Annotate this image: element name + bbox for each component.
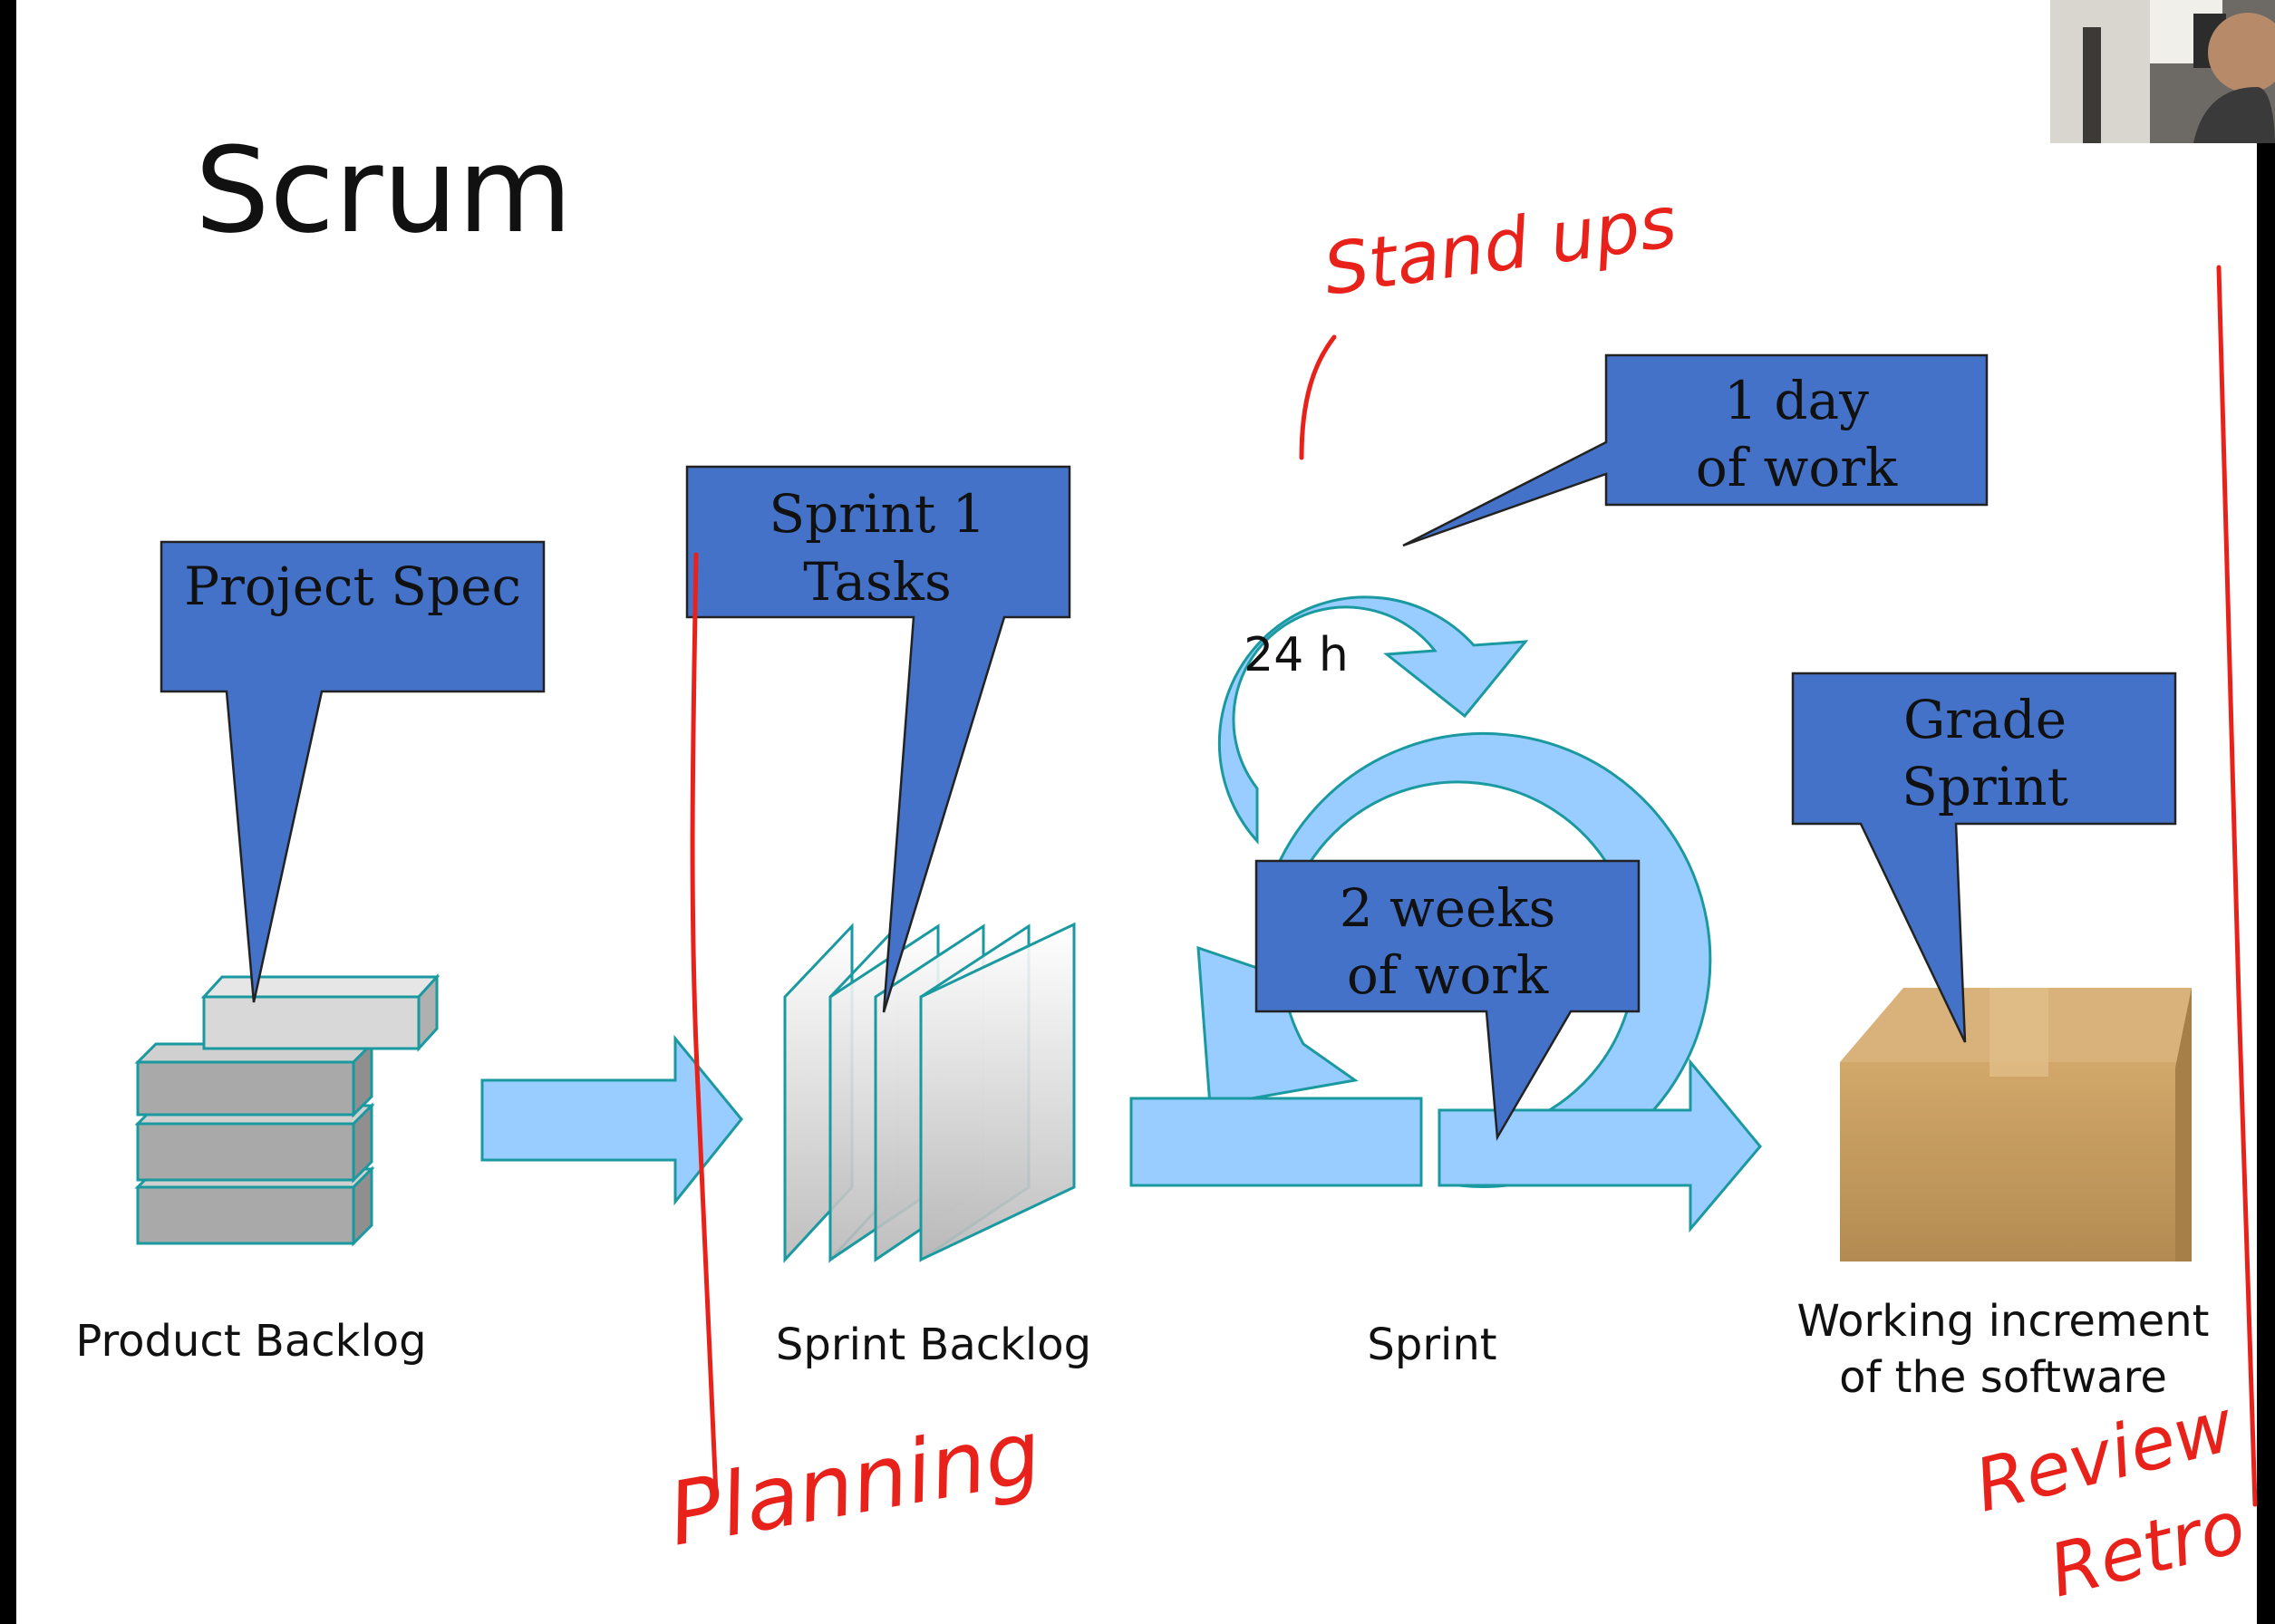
project-spec-label: Project Spec (184, 556, 521, 617)
slide-title: Scrum (195, 121, 572, 259)
sprint-tasks-callout: Sprint 1 Tasks (685, 465, 1071, 1013)
one-day-callout: 1 day of work (1402, 353, 1989, 547)
grade-line2: Sprint (1902, 756, 2068, 817)
flow-arrow-1 (480, 1034, 743, 1206)
review-divider-ink (2216, 265, 2258, 1507)
increment-label-line1: Working increment (1797, 1296, 2210, 1347)
cardboard-box-icon (1840, 988, 2192, 1262)
project-spec-callout: Project Spec (160, 540, 546, 1003)
sprint-cycle-diagram: 24 h (1129, 595, 1762, 1233)
two-weeks-line2: of work (1347, 944, 1549, 1006)
sprint-input-bar (1129, 1097, 1423, 1187)
standups-pointer-ink (1299, 334, 1337, 460)
one-day-line1: 1 day (1724, 370, 1869, 431)
two-weeks-line1: 2 weeks (1340, 877, 1556, 939)
grade-line1: Grade (1903, 689, 2067, 750)
daily-loop-arrow (1217, 595, 1529, 845)
sprint-backlog-sheets-icon (783, 922, 1076, 1263)
sprint-tasks-line2: Tasks (803, 551, 951, 613)
planning-divider-ink (690, 552, 719, 1498)
sprint-backlog-label: Sprint Backlog (776, 1320, 1091, 1370)
sprint-label: Sprint (1367, 1320, 1496, 1370)
product-backlog-stack-icon (134, 973, 440, 1247)
one-day-line2: of work (1696, 437, 1898, 498)
increment-label-line2: of the software (1839, 1352, 2167, 1403)
grade-sprint-callout: Grade Sprint (1791, 672, 2177, 1043)
sprint-output-arrow (1438, 1058, 1762, 1233)
presenter-webcam-icon (2050, 0, 2275, 143)
sprint-tasks-line1: Sprint 1 (769, 483, 985, 545)
daily-cycle-label: 24 h (1244, 628, 1349, 682)
two-weeks-callout: 2 weeks of work (1254, 859, 1641, 1142)
product-backlog-label: Product Backlog (75, 1316, 426, 1367)
